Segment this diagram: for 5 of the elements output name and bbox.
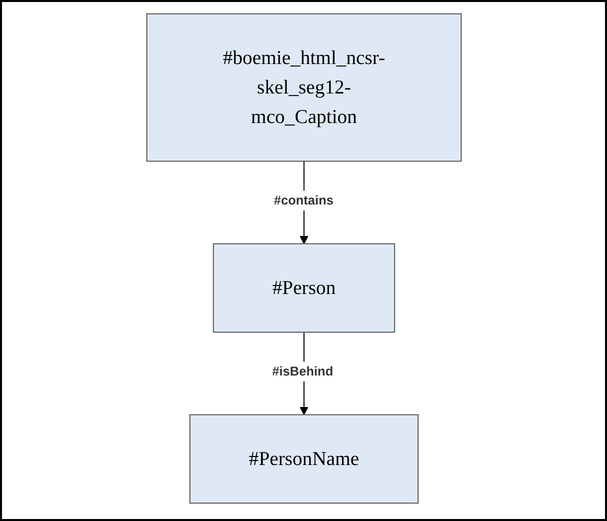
node-box: #Person: [212, 242, 395, 332]
edge-label: #contains: [273, 192, 333, 207]
node-box: #PersonName: [188, 414, 418, 504]
node-box: #boemie_html_ncsr-skel_seg12-mco_Caption: [146, 12, 462, 162]
edge-label: #isBehind: [272, 363, 333, 378]
